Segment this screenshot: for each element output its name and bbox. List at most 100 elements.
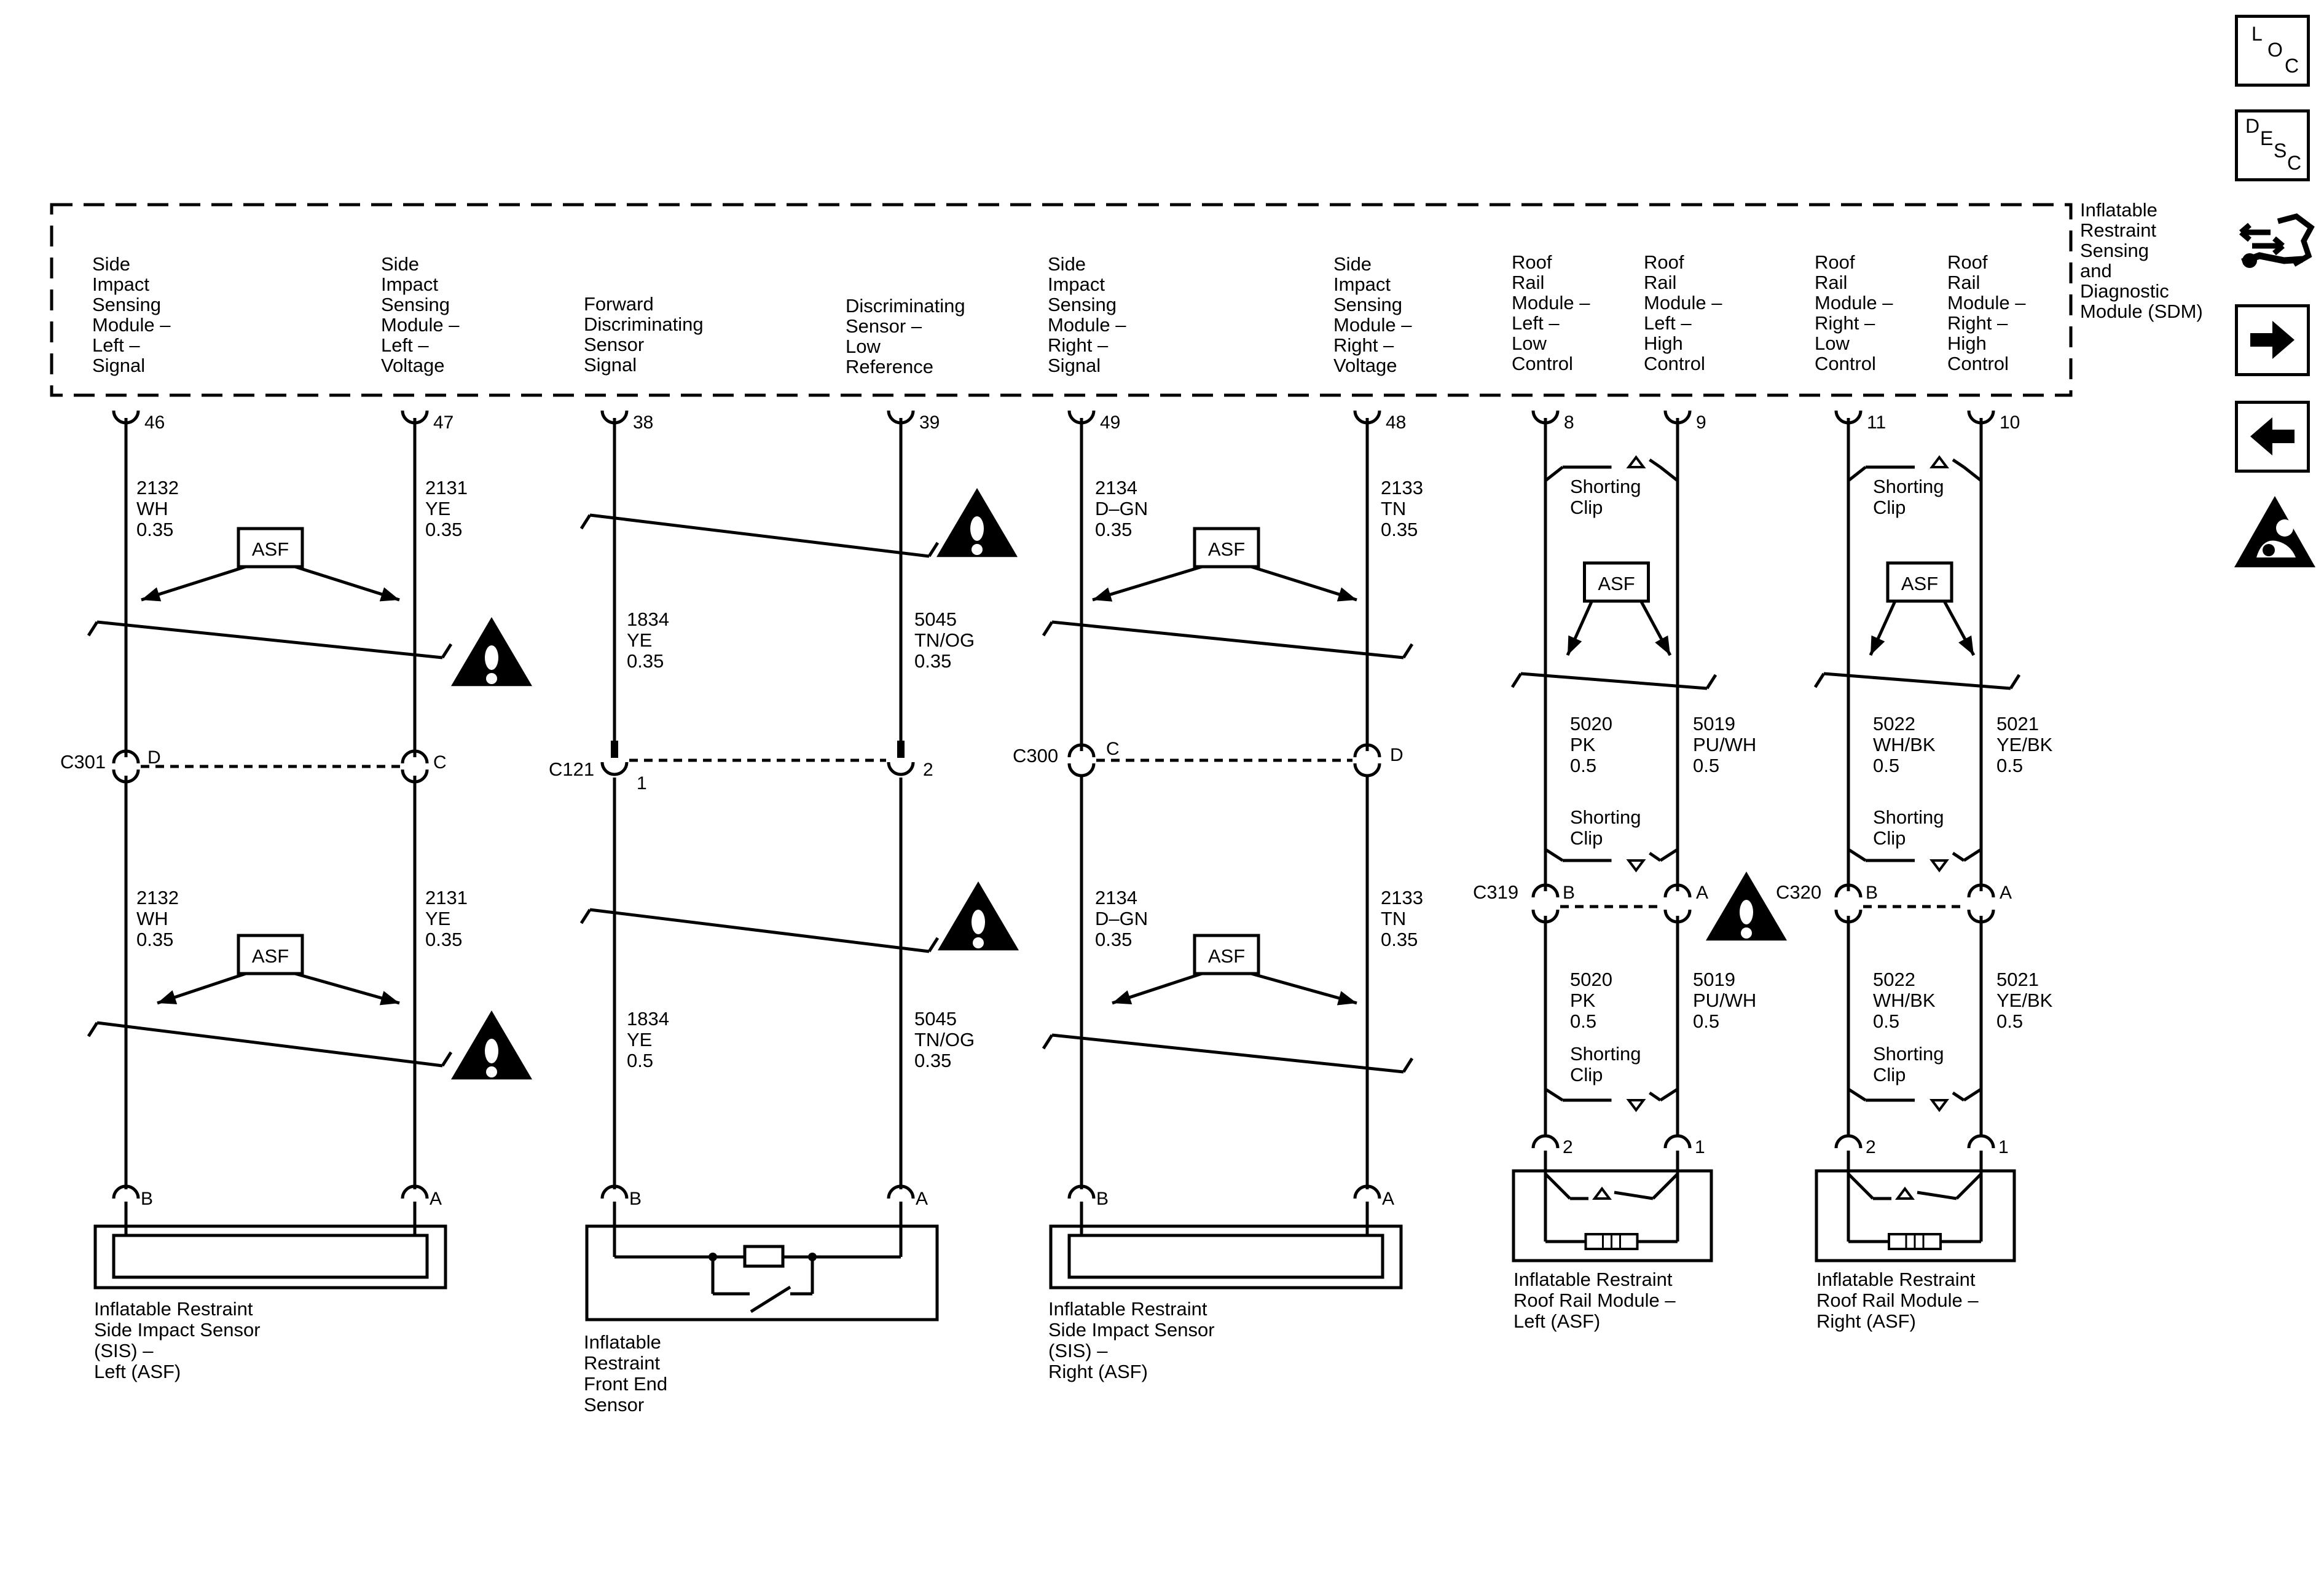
- connector-cavity: [112, 769, 140, 784]
- shorting-clip: [1847, 1087, 1867, 1102]
- asf-arrowhead: [1871, 635, 1885, 655]
- shorting-clip-label: Shorting: [1570, 806, 1641, 828]
- roof-circuit: [1847, 1173, 1874, 1200]
- asf-label: ASF: [1208, 538, 1245, 560]
- previous-page-icon: [2250, 417, 2295, 455]
- previous-page-button[interactable]: [2235, 401, 2310, 473]
- sdm-pin-label-c48: Sensing: [1333, 294, 1402, 315]
- connector-cavity: [1353, 743, 1381, 758]
- twisted-pair-line: [1823, 672, 2011, 690]
- warning-icon-dot: [486, 673, 497, 684]
- twisted-pair-tick: [1705, 674, 1717, 690]
- wire-label-w38a: YE: [627, 629, 652, 651]
- sdm-pin-label-c10: Control: [1947, 353, 2009, 374]
- pin-number-c11: 11: [1867, 412, 1886, 433]
- front-sensor-name: Inflatable: [584, 1331, 661, 1353]
- sdm-pin-label-c46: Module –: [92, 314, 171, 336]
- shorting-clip: [1649, 1091, 1662, 1102]
- wire-label-w48a: 2133: [1381, 477, 1423, 498]
- pin-number-c38: 38: [633, 412, 653, 433]
- wire-label-w49a: D–GN: [1095, 498, 1148, 519]
- wire-label-w9a: PU/WH: [1693, 734, 1756, 755]
- sdm-pin-label-c39: Reference: [846, 356, 933, 377]
- shorting-clip-contact: [1929, 1099, 1949, 1112]
- sdm-pin-label-c48: Right –: [1333, 334, 1394, 356]
- sis-right-inner: [1067, 1234, 1384, 1279]
- asf-arrowhead: [1337, 587, 1357, 602]
- wire-label-w38b: 1834: [627, 1008, 669, 1030]
- component-terminal: [1353, 1184, 1381, 1199]
- connector-cavity: [887, 762, 915, 776]
- wire-label-w8a: PK: [1570, 734, 1596, 755]
- roof_left-name: Left (ASF): [1513, 1310, 1600, 1332]
- asf-arrowhead: [379, 587, 399, 602]
- wire-label-w10b: 0.5: [1996, 1010, 2023, 1032]
- front-sensor-name: Sensor: [584, 1394, 644, 1416]
- shorting-clip-label: Shorting: [1570, 476, 1641, 497]
- next-page-icon: [2250, 321, 2295, 359]
- wire-label-w8b: 0.5: [1570, 1010, 1596, 1032]
- wire-label-w46b: 2132: [136, 887, 179, 908]
- wire-label-w11b: 5022: [1873, 969, 1915, 990]
- front-sensor-name: Front End: [584, 1373, 667, 1395]
- connector-pin-right: A: [2000, 883, 2012, 903]
- wire-label-w49b: 0.35: [1095, 929, 1132, 950]
- pin-number-c49: 49: [1100, 412, 1120, 433]
- next-page-button[interactable]: [2235, 304, 2310, 376]
- connector-cavity: [1067, 763, 1096, 778]
- desc-button[interactable]: D E S C: [2235, 109, 2310, 181]
- roof_left-name: Roof Rail Module –: [1513, 1290, 1676, 1311]
- warning-icon-mark: [972, 910, 985, 934]
- sdm-name: Module (SDM): [2080, 301, 2203, 322]
- connector-name-c301: C301: [60, 751, 106, 773]
- sdm-pin-label-c47: Module –: [381, 314, 460, 336]
- sis-left-body: [93, 1224, 447, 1290]
- roof_left-name: Inflatable Restraint: [1513, 1269, 1673, 1290]
- component-pin-sis-right: B: [1096, 1189, 1109, 1209]
- sdm-box: [50, 203, 2073, 397]
- sis-right-name: (SIS) –: [1048, 1340, 1108, 1361]
- component-views-icon[interactable]: [2235, 203, 2315, 277]
- asf-arrowhead: [1958, 635, 1974, 655]
- shorting-clip: [1649, 851, 1662, 862]
- sdm-pin-label-c8: Left –: [1512, 312, 1560, 334]
- shorting-clip: [1847, 466, 1867, 482]
- connector-cavity: [1967, 909, 1995, 924]
- front-sensor-switch: [750, 1285, 791, 1313]
- twisted-pair-tick: [2009, 674, 2021, 690]
- connector-cavity: [1531, 883, 1560, 898]
- sdm-pin-label-c9: Module –: [1644, 292, 1722, 313]
- asf-arrow: [1092, 565, 1203, 602]
- shorting-clip-label: Clip: [1873, 1064, 1906, 1085]
- wire-label-w9b: PU/WH: [1693, 990, 1756, 1011]
- wire-label-w9b: 5019: [1693, 969, 1735, 990]
- sdm-pin-label-c48: Voltage: [1333, 355, 1397, 376]
- wire-label-w9a: 5019: [1693, 713, 1735, 734]
- wire-label-w49b: 2134: [1095, 887, 1137, 908]
- wire-label-w47b: 2131: [425, 887, 468, 908]
- asf-arrowhead: [379, 991, 399, 1006]
- wire-label-w11a: 0.5: [1873, 755, 1899, 776]
- airbag-icon[interactable]: [2232, 494, 2318, 570]
- loc-button[interactable]: L O C: [2235, 15, 2310, 87]
- sdm-pin-label-c49: Side: [1048, 253, 1086, 275]
- asf-box: [237, 934, 304, 975]
- asf-box: [1193, 934, 1260, 975]
- wire-label-w8a: 5020: [1570, 713, 1612, 734]
- sis-left-inner: [112, 1234, 429, 1279]
- asf-box: [1886, 561, 1953, 603]
- component-terminal: [600, 1184, 629, 1199]
- warning-icon-mark: [485, 645, 498, 670]
- component-terminal: [1531, 1134, 1560, 1149]
- wire-label-w10a: 0.5: [1996, 755, 2023, 776]
- wire-label-w48a: TN: [1381, 498, 1406, 519]
- pin-number-c47: 47: [433, 412, 453, 433]
- sdm-pin-label-c46: Impact: [92, 274, 149, 295]
- sdm-pin-label-c49: Impact: [1048, 274, 1105, 295]
- sis-left-name: (SIS) –: [94, 1340, 154, 1361]
- sdm-pin-label-c39: Discriminating: [846, 295, 965, 317]
- wire-label-w46a: 2132: [136, 477, 179, 498]
- shorting-clip-label: Clip: [1570, 827, 1603, 849]
- sdm-pin-label-c8: Module –: [1512, 292, 1590, 313]
- shorting-clip-label: Shorting: [1873, 476, 1944, 497]
